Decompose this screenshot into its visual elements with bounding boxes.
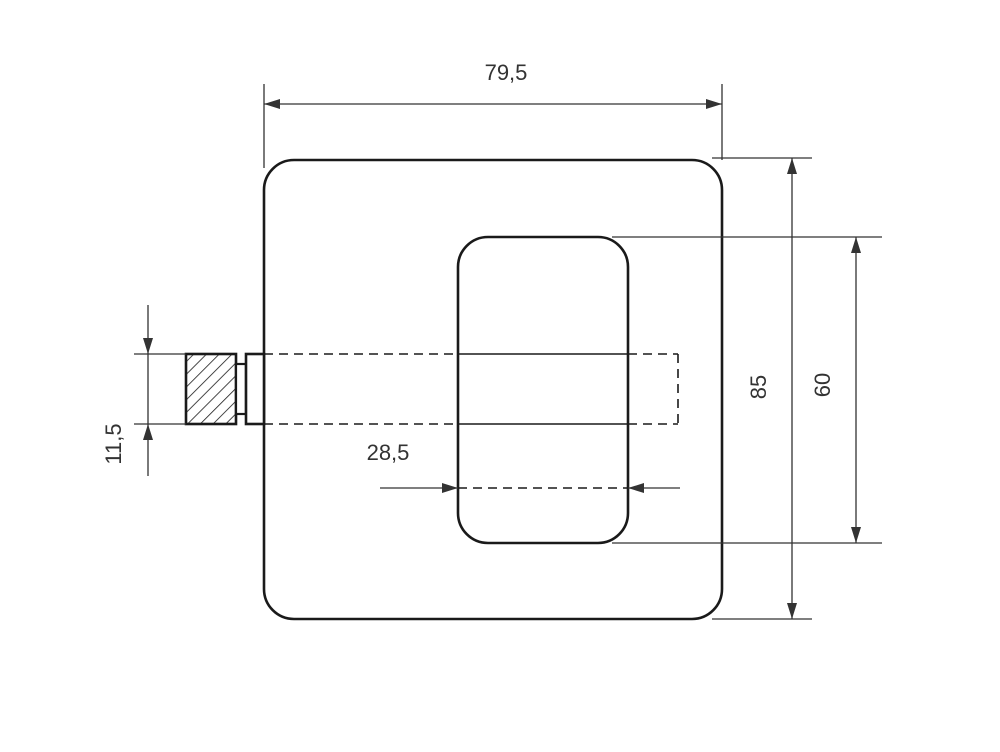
- dimension-overall-width: 79,5: [263, 60, 723, 168]
- dimension-window-width: 28,5: [367, 440, 680, 493]
- connector-neck: [234, 362, 248, 416]
- body-outline: [262, 158, 724, 621]
- connector-height-label: 11,5: [101, 423, 126, 464]
- window-width-label: 28,5: [367, 440, 410, 465]
- overall-height-label: 85: [746, 375, 771, 399]
- overall-width-label: 79,5: [485, 60, 528, 85]
- connector: [184, 352, 266, 426]
- dimension-window-height: 60: [612, 236, 882, 544]
- window-opening: [456, 235, 630, 545]
- hidden-channel: [264, 353, 679, 425]
- dimension-connector-height: 11,5: [101, 305, 186, 476]
- connector-flange: [244, 352, 266, 426]
- dimension-overall-height: 85: [712, 157, 812, 620]
- window-height-label: 60: [810, 373, 835, 397]
- connector-hatched-part: [184, 352, 238, 426]
